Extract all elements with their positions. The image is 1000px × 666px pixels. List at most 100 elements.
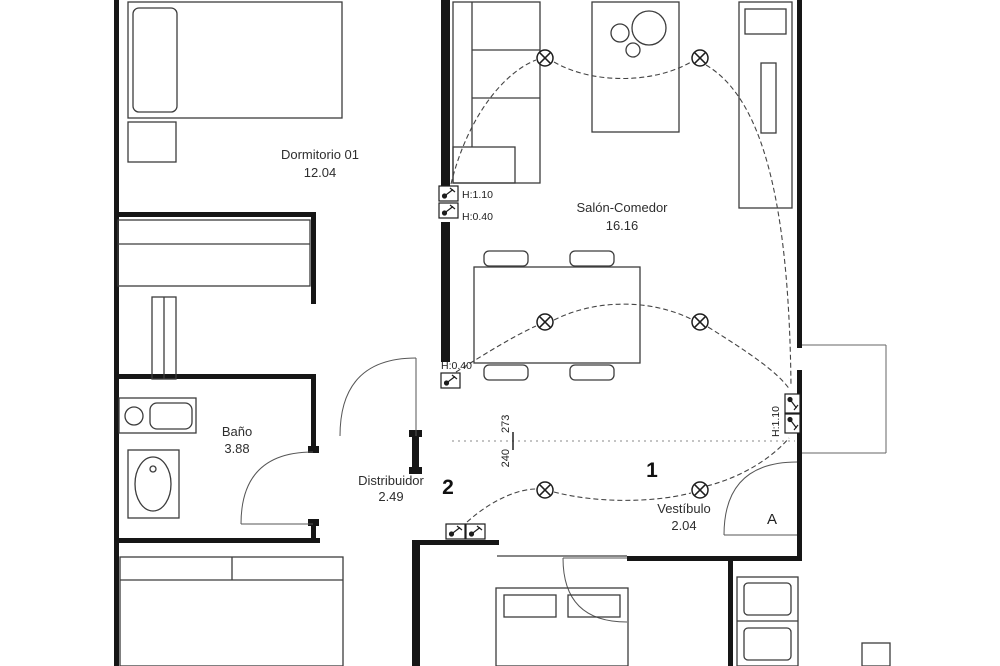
ceiling-wiring <box>450 59 792 523</box>
walls <box>114 0 802 666</box>
plant-small <box>625 42 641 58</box>
ceiling-height-lower: 240 <box>500 449 512 467</box>
wall-stub-center-left <box>311 212 316 304</box>
ceiling-light-icon <box>691 313 709 331</box>
room-name-vestibulo: Vestíbulo <box>657 501 711 516</box>
chair <box>483 364 529 381</box>
wall-right-outer-lower <box>797 370 802 560</box>
wire-midswitch-light3 <box>455 325 537 373</box>
salon-door-swing <box>562 557 628 623</box>
ceiling-height-upper: 273 <box>500 415 512 433</box>
room-area-vestibulo: 2.04 <box>671 518 696 533</box>
wall-bano-top <box>114 374 316 379</box>
room-area-salon: 16.16 <box>606 218 639 233</box>
ceiling-light-icon <box>691 481 709 499</box>
circuit-marker-1: 1 <box>646 459 658 482</box>
wire-bottomswitch-light5 <box>466 488 537 523</box>
wire-switch-to-light1 <box>450 59 537 185</box>
pillow <box>503 594 557 618</box>
bed-dormitorio <box>127 1 343 119</box>
wire-light3-light4 <box>553 303 692 321</box>
toilet-bowl <box>124 406 144 426</box>
switch-icon <box>438 202 459 219</box>
room-name-dormitorio: Dormitorio 01 <box>281 147 359 162</box>
room-area-bano: 3.88 <box>224 441 249 456</box>
terrace-outline <box>802 344 887 454</box>
sink-drain <box>149 465 157 473</box>
bano-door-swing <box>240 451 314 525</box>
chair <box>483 250 529 267</box>
sink-basin <box>134 456 172 512</box>
appliance-bottom <box>743 627 792 661</box>
appliance-top <box>743 582 792 616</box>
room-name-salon: Salón-Comedor <box>576 200 668 215</box>
room-labels: Dormitorio 01 12.04 Salón-Comedor 16.16 … <box>222 147 711 533</box>
wall-bano-bottom <box>114 538 320 543</box>
switch-height-label: H:1.10 <box>462 189 493 201</box>
wall-dormitorio-bottom <box>114 212 316 217</box>
switch-icon <box>784 413 801 434</box>
wire-light5-light6 <box>553 491 692 501</box>
wire-light6-rightswitch <box>706 437 790 487</box>
wall-right-outer-upper <box>797 0 802 348</box>
switch-icon <box>445 523 466 540</box>
nightstand <box>127 121 177 163</box>
door-jamb <box>308 519 319 526</box>
room-name-bano: Baño <box>222 424 252 439</box>
switch-height-label: H:1.10 <box>770 406 782 437</box>
tv-screen <box>760 62 777 134</box>
side-table <box>591 1 680 133</box>
ceiling-light-icon <box>536 313 554 331</box>
tv-shelf <box>744 8 787 35</box>
circuit-marker-2: 2 <box>442 476 454 499</box>
distribuidor-door-swing <box>339 357 417 437</box>
tv-unit <box>738 1 793 209</box>
wire-light2-rightswitch <box>705 64 792 387</box>
doors <box>240 357 798 623</box>
ceiling-light-icon <box>691 49 709 67</box>
wire-light1-light2 <box>553 61 692 79</box>
ceiling-lights <box>536 49 709 499</box>
switch-height-label: H:0.40 <box>462 211 493 223</box>
sink-counter <box>127 449 180 519</box>
plant-large <box>631 10 667 46</box>
toilet-tank <box>149 402 193 430</box>
switch-icon <box>784 393 801 414</box>
wall-distribuidor-stub <box>412 436 419 468</box>
furniture <box>117 1 891 666</box>
bed-pillow <box>132 7 178 113</box>
ceiling-light-icon <box>536 49 554 67</box>
dining-table <box>473 266 641 364</box>
wire-light4-rightswitch <box>707 326 791 391</box>
wall-bano-right-upper <box>311 374 316 452</box>
wall-left-outer <box>114 0 119 666</box>
plant-medium <box>610 23 630 43</box>
switches: H:1.10 H:0.40 H:0.40 H:1.10 <box>438 185 801 540</box>
pillow <box>567 594 621 618</box>
wall-vestibulo-bottom <box>627 556 802 561</box>
room-area-distribuidor: 2.49 <box>378 489 403 504</box>
vestibulo-door-swing <box>723 461 798 536</box>
switch-icon <box>440 372 461 389</box>
switch-height-label: H:0.40 <box>441 360 472 372</box>
switch-icon <box>438 185 459 202</box>
toilet-body <box>118 397 197 434</box>
sofa <box>452 1 541 184</box>
bed-center <box>495 587 629 666</box>
wall-dorm-salon-upper <box>441 0 450 186</box>
wall-bano-right-lower <box>311 524 316 543</box>
section-marker-a: A <box>767 511 777 528</box>
closet <box>117 219 311 287</box>
door-jamb <box>308 446 319 453</box>
room-area-dormitorio: 12.04 <box>304 165 337 180</box>
wall-bottom-right-vertical <box>728 561 733 666</box>
chair <box>569 250 615 267</box>
wall-center-bottom <box>412 540 420 666</box>
wall-distribuidor-bottom <box>420 540 499 545</box>
ceiling-light-icon <box>536 481 554 499</box>
ceiling-height-line: 240 273 <box>452 415 795 467</box>
sofa-chaise <box>452 146 516 184</box>
corner-fixture <box>861 642 891 666</box>
